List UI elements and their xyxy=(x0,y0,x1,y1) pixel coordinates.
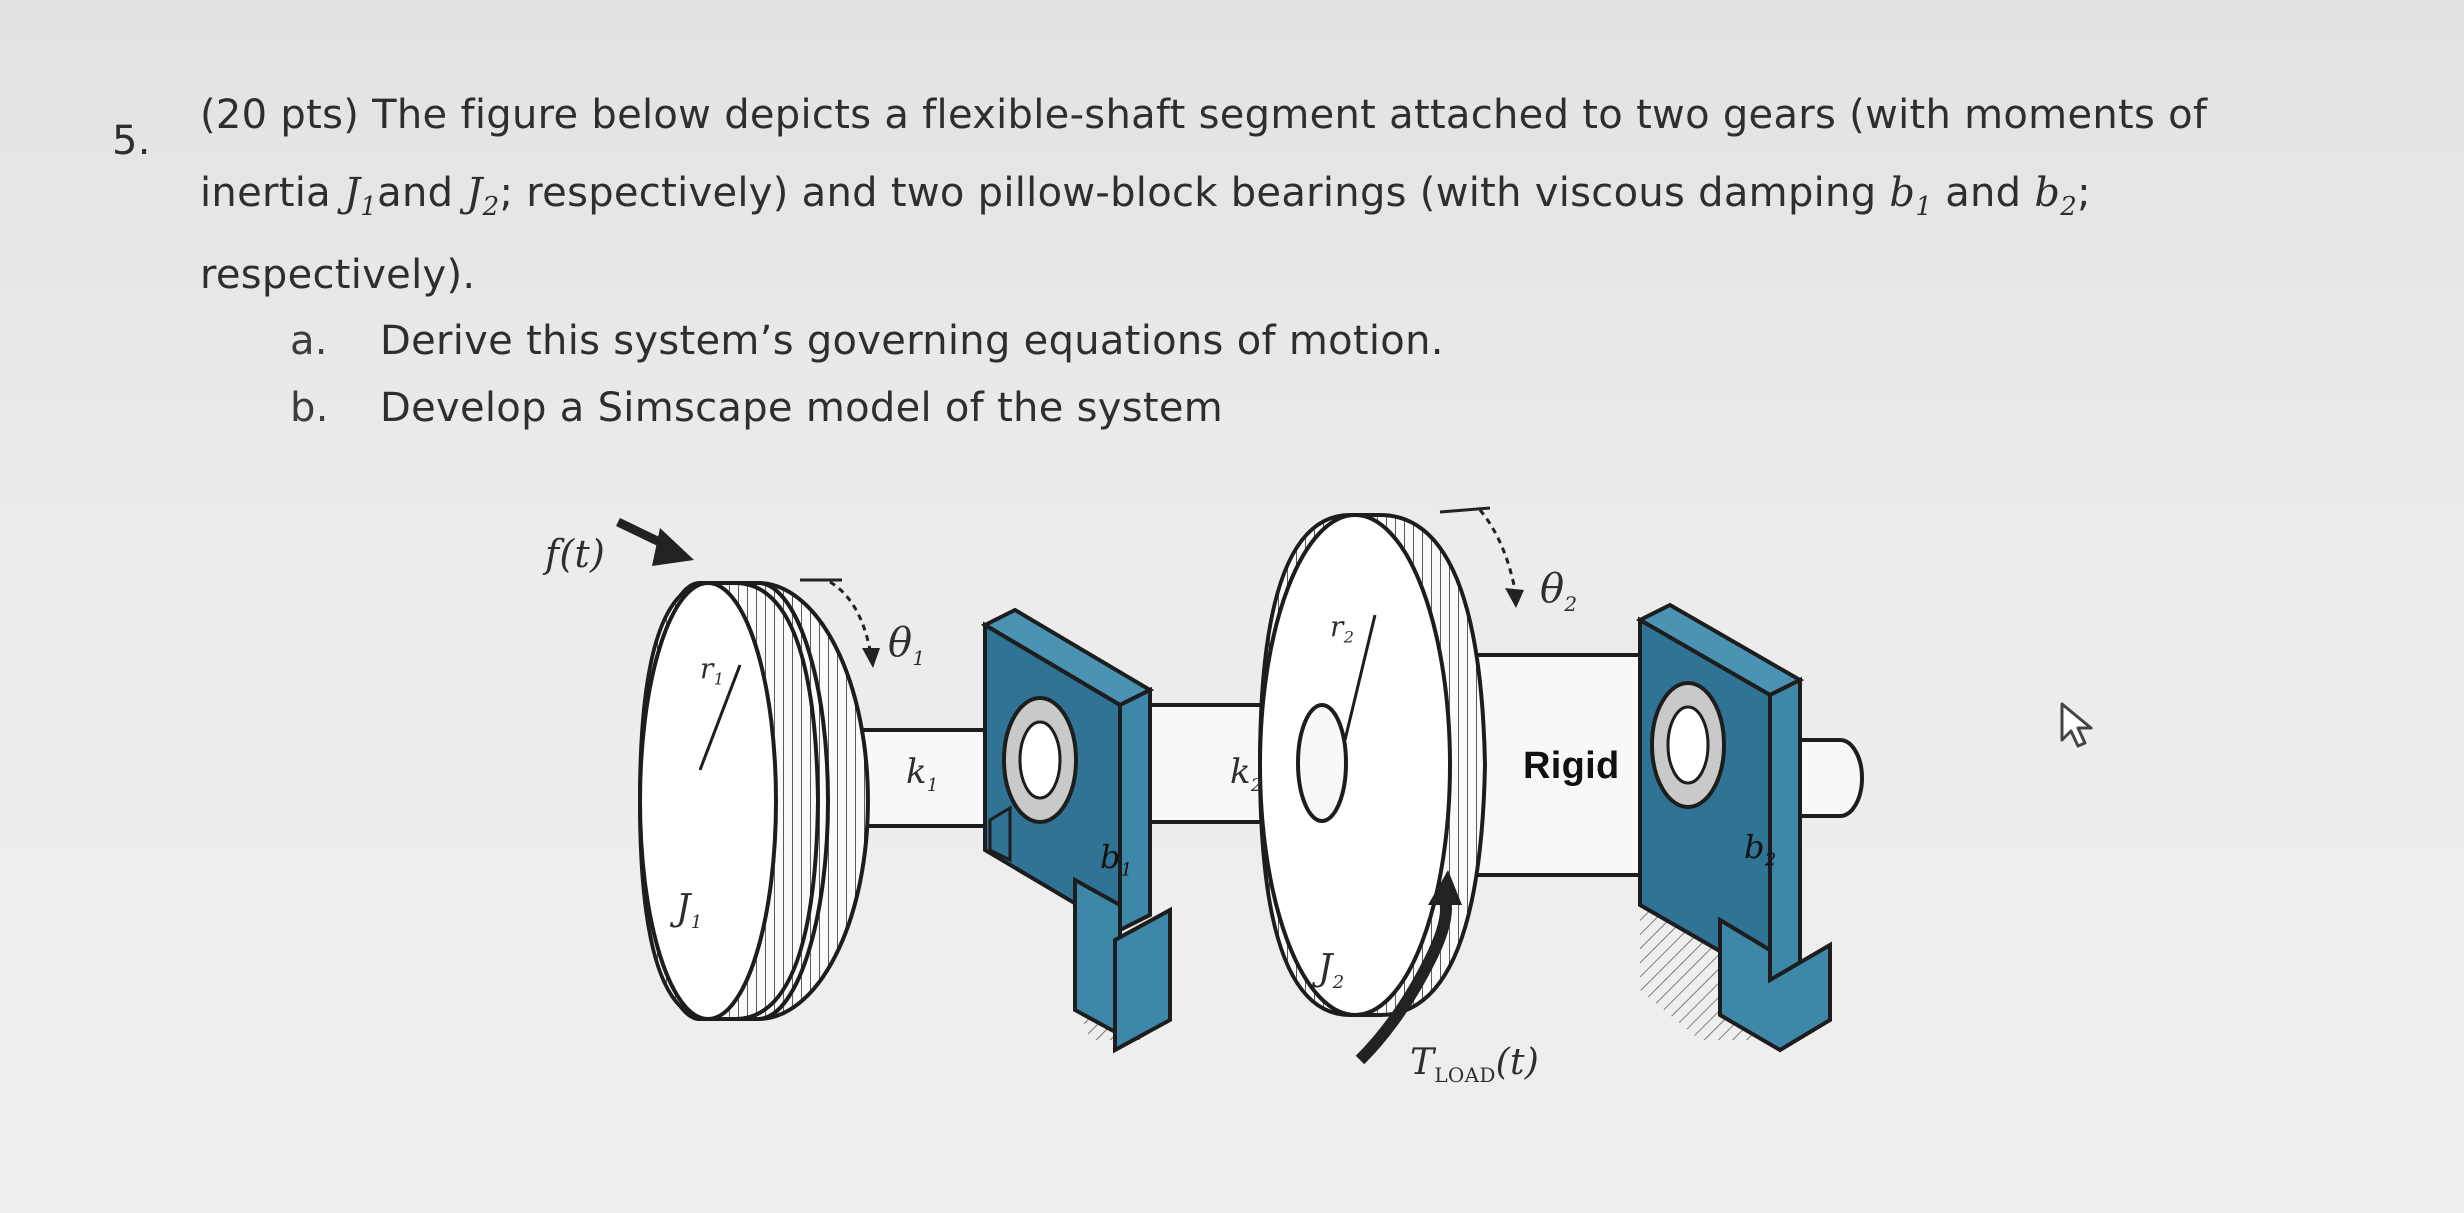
symbol-J1: J1 xyxy=(343,170,378,222)
text-and-2: and xyxy=(1945,170,2022,216)
label-theta1: θ1 xyxy=(888,620,926,670)
part-a-text: Derive this system’s governing equations… xyxy=(380,318,1444,364)
theta2-arrow xyxy=(1439,506,1524,608)
part-b-text: Develop a Simscape model of the system xyxy=(380,385,1224,431)
label-k1: k1 xyxy=(906,752,939,796)
label-r2: r2 xyxy=(1330,610,1355,647)
question-text-1: The figure below depicts a flexible-shaf… xyxy=(372,92,2208,138)
text-and: and xyxy=(377,170,454,216)
force-arrow xyxy=(616,517,694,566)
label-k2: k2 xyxy=(1230,752,1263,796)
question-line-3: respectively). xyxy=(200,252,476,298)
label-J2: J2 xyxy=(1318,948,1345,994)
text-semicolon: ; xyxy=(2077,170,2091,216)
tload-arrow xyxy=(1355,870,1462,1065)
text-inertia: inertia xyxy=(200,170,331,216)
label-b1: b1 xyxy=(1100,838,1133,881)
symbol-b1: b1 xyxy=(1889,170,1933,222)
symbol-J2: J2 xyxy=(466,170,500,222)
label-b2: b2 xyxy=(1744,828,1777,871)
question-line-1: (20 pts) The figure below depicts a flex… xyxy=(200,92,2207,138)
text-respectively: ; respectively) and two pillow-block bea… xyxy=(499,170,1877,216)
part-a-marker: a. xyxy=(290,318,328,364)
gear-2 xyxy=(1257,513,1488,1017)
symbol-b2: b2 xyxy=(2034,170,2078,222)
mouse-cursor-icon xyxy=(2060,702,2093,748)
part-b-marker: b. xyxy=(290,385,329,431)
gear-1-rim xyxy=(637,581,821,1021)
label-rigid: Rigid xyxy=(1523,745,1620,787)
question-points: (20 pts) xyxy=(200,92,360,138)
bearing-1 xyxy=(980,607,1172,1054)
question-line-2: inertia J1and J2; respectively) and two … xyxy=(200,170,2091,222)
bearing-2 xyxy=(1635,602,1832,1053)
label-J1: J1 xyxy=(676,888,703,934)
question-number: 5. xyxy=(112,118,151,164)
label-tload: TLOAD(t) xyxy=(1410,1042,1540,1088)
part-b: b. Develop a Simscape model of the system xyxy=(290,385,1223,431)
label-r1: r1 xyxy=(700,652,725,689)
label-force: f(t) xyxy=(545,532,606,576)
theta1-arrow xyxy=(800,578,880,668)
label-theta2: θ2 xyxy=(1540,566,1578,616)
part-a: a. Derive this system’s governing equatio… xyxy=(290,318,1444,364)
